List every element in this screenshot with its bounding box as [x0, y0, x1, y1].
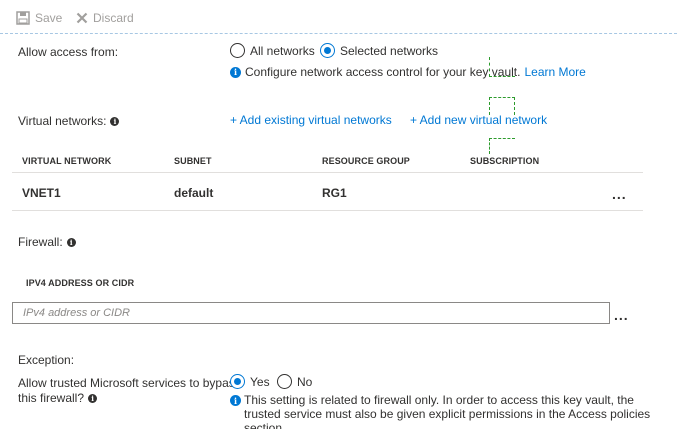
info-icon: i: [230, 66, 241, 78]
trusted-services-label-line2: this firewall?: [18, 391, 85, 405]
trusted-services-label-line1: Allow trusted Microsoft services to bypa…: [18, 376, 241, 390]
discard-button[interactable]: Discard: [76, 11, 134, 25]
radio-selected-networks-circle[interactable]: [320, 43, 335, 58]
col-header-subnet: SUBNET: [174, 156, 212, 166]
row-more-button[interactable]: ...: [612, 186, 627, 202]
trusted-services-label-line2-wrap: this firewall? i: [18, 391, 98, 405]
exception-label: Exception:: [18, 353, 75, 367]
virtual-networks-header: Virtual networks: i: [18, 114, 120, 128]
radio-no-circle[interactable]: [277, 374, 292, 389]
save-button[interactable]: Save: [16, 11, 62, 25]
radio-all-networks[interactable]: All networks: [230, 43, 315, 58]
add-new-vnet-link[interactable]: + Add new virtual network: [410, 113, 548, 127]
cell-resource-group: RG1: [322, 186, 347, 200]
firewall-row-more-button[interactable]: ...: [614, 307, 629, 323]
firewall-header: Firewall: i: [18, 235, 76, 249]
virtual-networks-label: Virtual networks:: [18, 114, 107, 128]
info-icon: i: [110, 116, 120, 126]
cell-subnet: default: [174, 186, 214, 200]
col-header-ipv4: IPV4 ADDRESS OR CIDR: [26, 278, 135, 288]
radio-selected-networks[interactable]: Selected networks: [320, 43, 438, 58]
allow-access-label: Allow access from:: [18, 45, 119, 59]
table-divider: [12, 172, 643, 173]
exception-note: This setting is related to firewall only…: [244, 393, 651, 429]
info-icon: i: [88, 393, 98, 403]
radio-all-networks-label: All networks: [250, 43, 315, 58]
access-info: i Configure network access control for y…: [230, 65, 586, 79]
col-header-subscription: SUBSCRIPTION: [470, 156, 540, 166]
firewall-label: Firewall:: [18, 235, 63, 249]
table-divider: [12, 210, 643, 211]
discard-label: Discard: [93, 11, 134, 25]
radio-no-label: No: [297, 374, 313, 389]
cell-vnet: VNET1: [22, 186, 61, 200]
save-label: Save: [35, 11, 63, 25]
save-icon: [16, 11, 30, 25]
radio-yes-label: Yes: [250, 374, 270, 389]
close-icon: [76, 12, 88, 24]
radio-selected-networks-label: Selected networks: [340, 43, 439, 58]
add-existing-vnet-link[interactable]: + Add existing virtual networks: [230, 113, 392, 127]
radio-yes[interactable]: Yes: [230, 374, 270, 389]
annotation-marker: [489, 57, 515, 77]
col-header-resource-group: RESOURCE GROUP: [322, 156, 410, 166]
access-info-text: Configure network access control for you…: [245, 65, 521, 79]
info-icon: i: [230, 395, 241, 406]
col-header-virtual-network: VIRTUAL NETWORK: [22, 156, 112, 166]
radio-no[interactable]: No: [277, 374, 312, 389]
radio-yes-circle[interactable]: [230, 374, 245, 389]
info-icon: i: [66, 237, 76, 247]
command-bar: Save Discard: [0, 0, 677, 34]
annotation-marker: [489, 97, 515, 115]
annotation-marker: [489, 138, 515, 154]
ipv4-input[interactable]: [12, 302, 610, 324]
learn-more-link[interactable]: Learn More: [524, 65, 586, 79]
radio-all-networks-circle[interactable]: [230, 43, 245, 58]
